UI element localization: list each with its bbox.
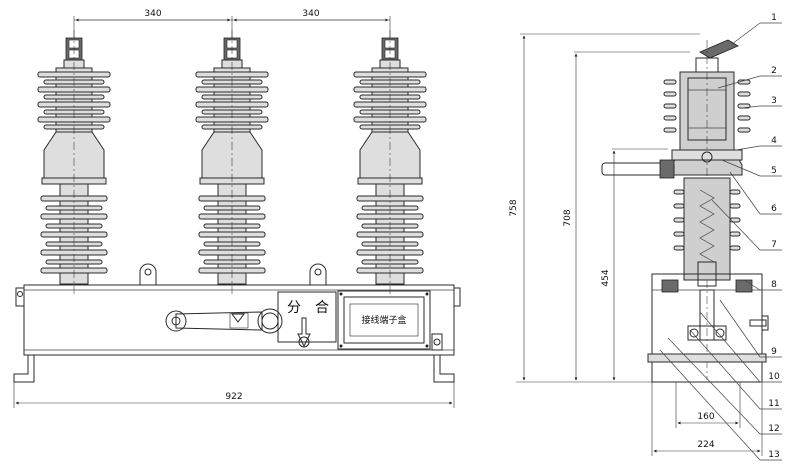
dim-base-outer: 224	[697, 440, 714, 450]
lifting-lug-right	[309, 263, 327, 285]
leader-lines	[659, 22, 782, 461]
insulator-pole-b	[195, 29, 269, 296]
side-top-terminal	[695, 39, 739, 73]
part-number-11: 11	[768, 399, 779, 409]
dim-height-overall: 758	[509, 199, 519, 216]
part-number-2: 2	[771, 66, 777, 76]
part-number-labels: 1 2 3 4 5 6 7 8 9 10 11 12 13	[768, 13, 780, 460]
dim-base-inner: 160	[697, 412, 714, 422]
dim-pole-spacing-right: 340	[302, 9, 319, 19]
dim-height-top: 708	[563, 209, 573, 226]
part-number-3: 3	[771, 96, 777, 106]
open-label: 分	[287, 300, 301, 316]
part-number-13: 13	[768, 450, 779, 460]
lifting-lug-left	[139, 263, 157, 285]
side-outlet-terminal	[601, 159, 675, 179]
part-number-6: 6	[771, 204, 777, 214]
part-number-4: 4	[771, 136, 777, 146]
close-label: 合	[315, 300, 329, 316]
dim-height-mid: 454	[601, 269, 611, 286]
insulator-pole-a	[37, 29, 111, 296]
part-number-7: 7	[771, 240, 777, 250]
foot-right	[433, 354, 455, 383]
base-tank	[23, 284, 455, 356]
junction-box-label: 接线端子盒	[361, 314, 406, 326]
part-number-10: 10	[768, 372, 780, 382]
part-number-9: 9	[771, 347, 777, 357]
front-view: 340 340	[13, 9, 461, 408]
dim-pole-spacing-left: 340	[144, 9, 161, 19]
contact-spring	[699, 189, 715, 263]
part-number-1: 1	[771, 13, 777, 23]
operating-lever	[165, 310, 263, 332]
part-number-5: 5	[771, 166, 777, 176]
position-indicator: 分 合	[257, 291, 337, 348]
part-number-8: 8	[771, 280, 777, 290]
insulator-pole-c	[353, 29, 427, 296]
junction-box: 接线端子盒	[337, 290, 431, 350]
side-lower-insulator	[683, 177, 731, 281]
dim-total-width: 922	[225, 392, 242, 402]
side-view: 758 708 454	[509, 13, 782, 461]
part-number-12: 12	[768, 424, 779, 434]
foot-left	[13, 354, 35, 383]
side-flange	[671, 149, 743, 161]
ground-terminal	[431, 333, 443, 351]
